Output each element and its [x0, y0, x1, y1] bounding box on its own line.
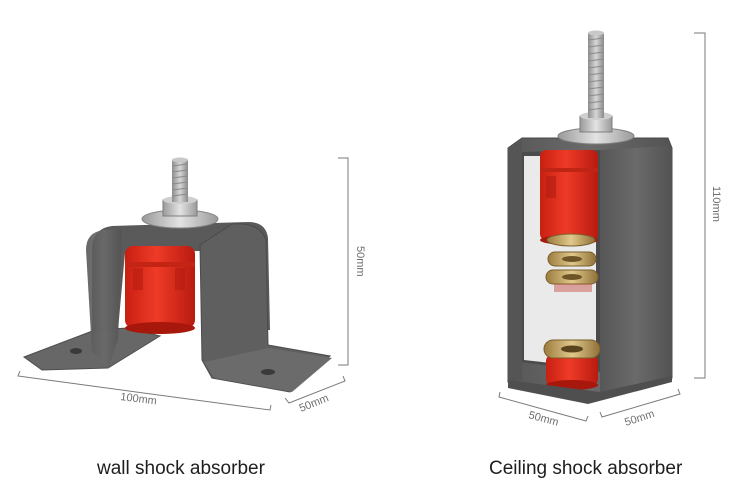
- wall-bracket-front-leg-left: [86, 229, 122, 368]
- ceiling-depth-label: 50mm: [623, 408, 656, 429]
- wall-width-dimension-line: [17, 370, 272, 411]
- wall-shock-absorber-caption: wall shock absorber: [97, 458, 265, 479]
- ceiling-bottom-rubber-mount: [543, 339, 601, 390]
- wall-flange-hole-right: [261, 369, 275, 375]
- wall-width-label: 100mm: [120, 391, 158, 407]
- wall-depth-dimension-line: [284, 375, 346, 404]
- ceiling-shock-absorber: [507, 30, 673, 404]
- ceiling-top-rubber-mount: [540, 150, 598, 245]
- wall-bracket-right-side: [199, 223, 332, 393]
- wall-depth-label: 50mm: [298, 392, 331, 415]
- ceiling-middle-washers: [545, 233, 599, 292]
- ceiling-shock-absorber-caption: Ceiling shock absorber: [489, 458, 683, 479]
- ceiling-bracket-right-side: [600, 146, 672, 400]
- ceiling-height-label: 110mm: [710, 186, 722, 222]
- ceiling-depth-dimension-line: [599, 388, 681, 418]
- ceiling-width-dimension-line: [498, 391, 589, 422]
- wall-shock-absorber: [22, 157, 332, 393]
- ceiling-bolt: [588, 33, 604, 118]
- wall-height-dimension-line: [338, 157, 349, 366]
- wall-dimension-lines: [17, 157, 349, 411]
- wall-height-label: 50mm: [354, 246, 366, 277]
- ceiling-bracket-left-side: [508, 140, 522, 382]
- wall-flange-hole-left: [70, 348, 82, 354]
- wall-rubber-mount: [125, 246, 195, 334]
- ceiling-dimension-lines: [498, 32, 706, 422]
- ceiling-height-dimension-line: [694, 32, 706, 379]
- ceiling-bracket-bottom: [508, 376, 672, 404]
